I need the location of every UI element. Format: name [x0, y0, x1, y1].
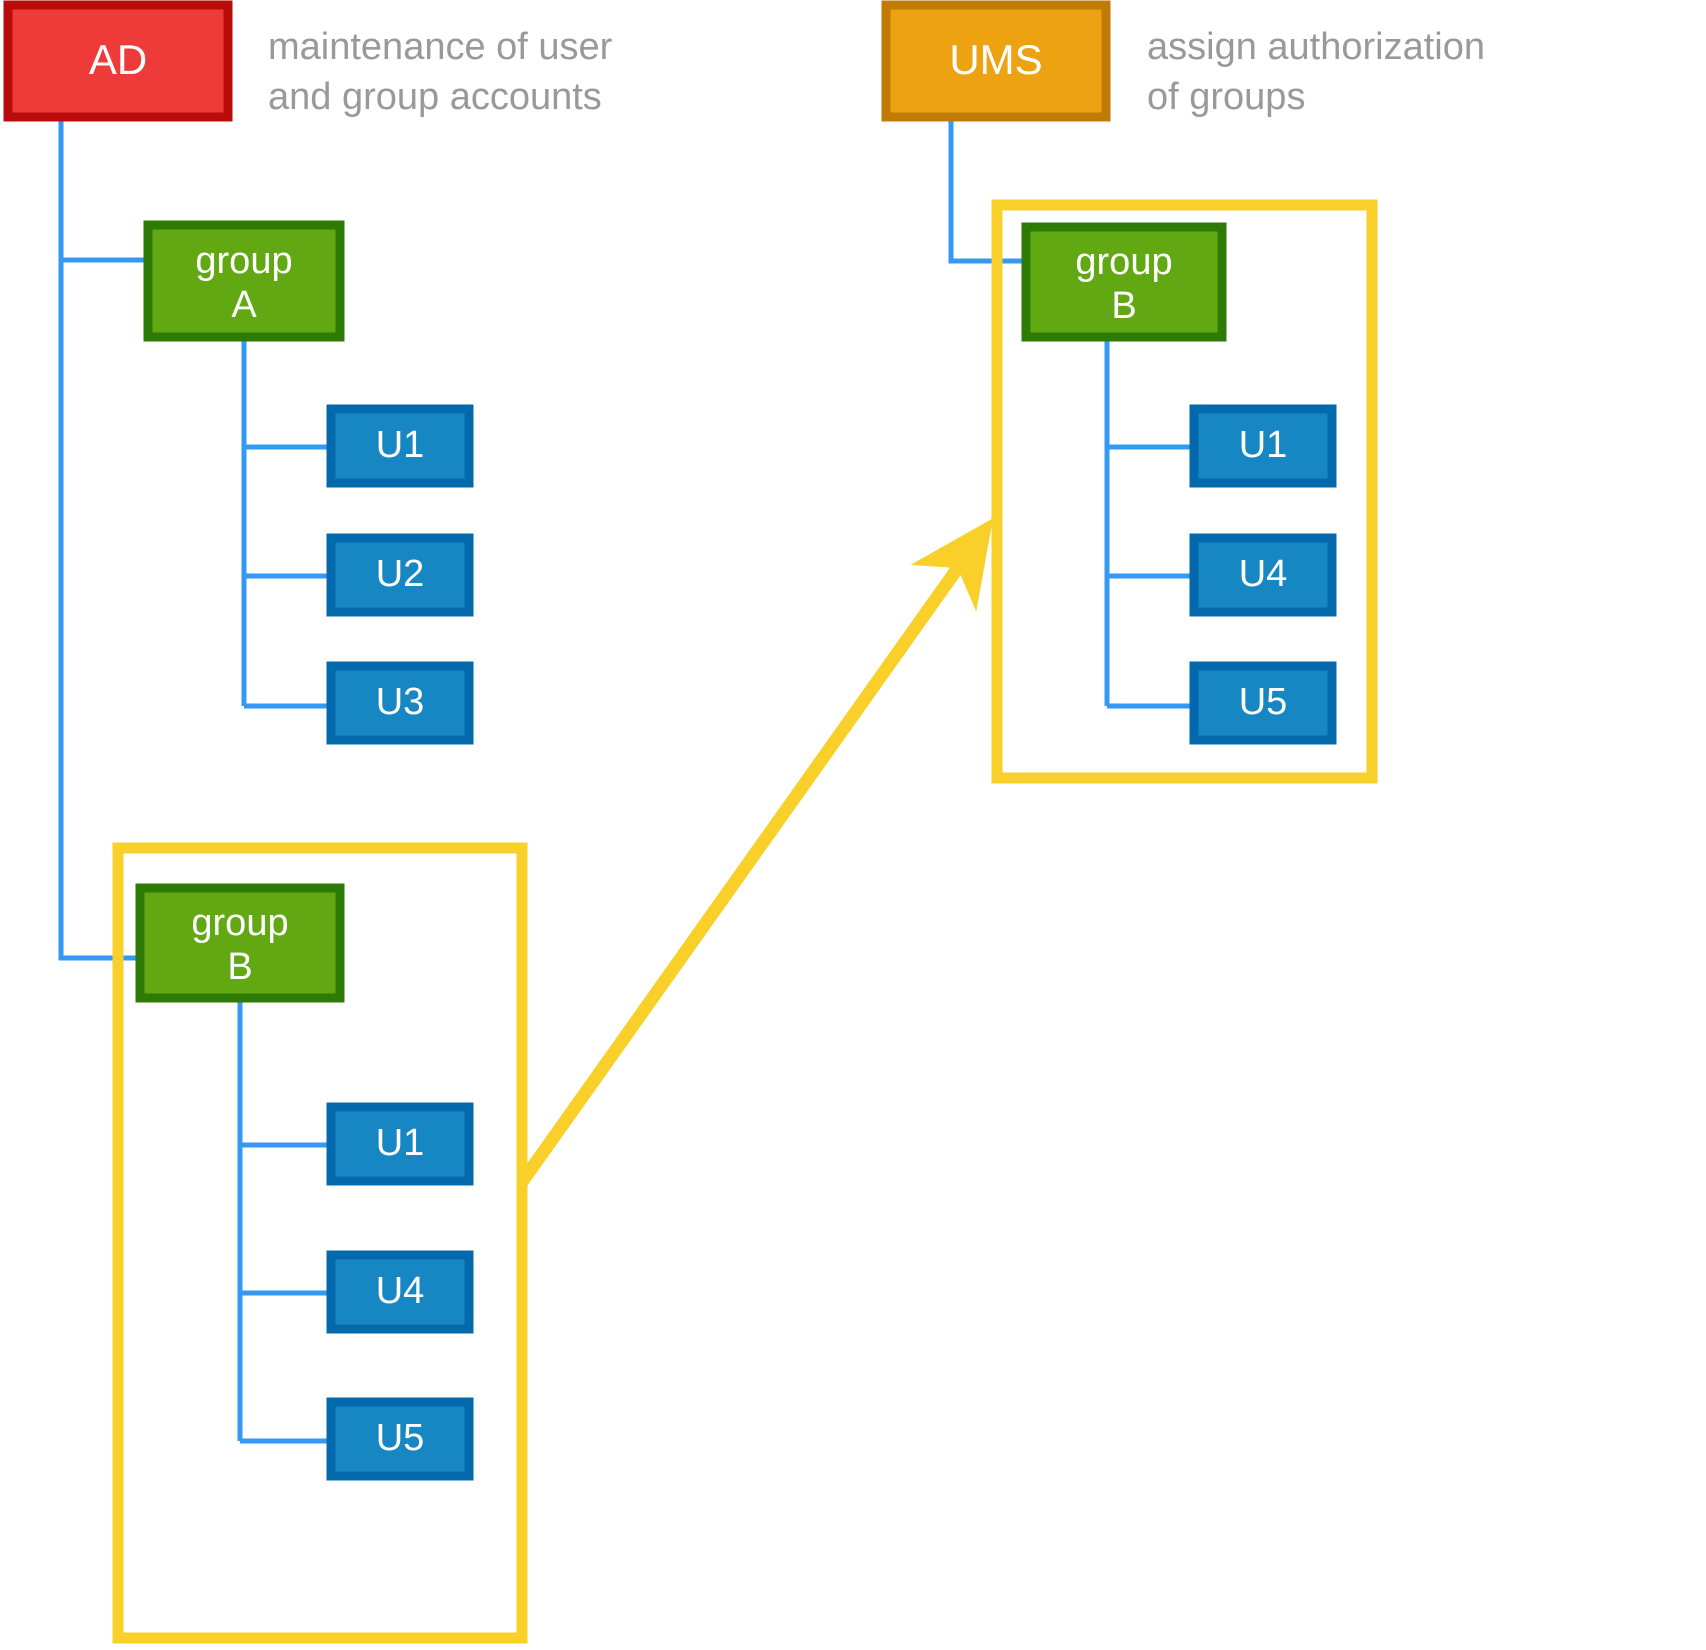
- connector-ad-to-group-b: [58, 117, 140, 961]
- node-user-a-u2[interactable]: U2: [326, 533, 474, 617]
- node-user-a-u1-label: U1: [376, 424, 425, 466]
- node-group-a[interactable]: group A: [143, 220, 345, 342]
- node-group-b-ad-label-line1: group: [191, 902, 288, 944]
- node-user-a-u2-shape: [326, 533, 474, 617]
- node-user-b-u4-shape: [326, 1250, 474, 1334]
- node-user-c-u1-label: U1: [1239, 424, 1288, 466]
- node-ad-label: AD: [89, 36, 147, 83]
- node-group-b-ums-shape: [1021, 222, 1227, 342]
- node-user-b-u4[interactable]: U4: [326, 1250, 474, 1334]
- node-ad[interactable]: AD: [3, 0, 233, 122]
- node-group-b-ums[interactable]: group B: [1021, 222, 1227, 342]
- node-group-a-label-line1: group: [195, 240, 292, 282]
- node-user-a-u3[interactable]: U3: [326, 661, 474, 745]
- node-user-b-u1-label: U1: [376, 1122, 425, 1164]
- node-ums-shape: [881, 0, 1111, 122]
- node-group-a-shape: [143, 220, 345, 342]
- node-user-b-u4-label: U4: [376, 1270, 425, 1312]
- node-user-c-u4-label: U4: [1239, 553, 1288, 595]
- node-user-b-u1[interactable]: U1: [326, 1102, 474, 1186]
- node-user-a-u1-shape: [326, 404, 474, 488]
- node-user-b-u5-label: U5: [376, 1417, 425, 1459]
- node-group-b-ums-label-line2: B: [1111, 285, 1136, 327]
- node-user-c-u4[interactable]: U4: [1189, 533, 1337, 617]
- node-group-b-ad-shape: [135, 883, 345, 1003]
- node-user-a-u3-label: U3: [376, 681, 425, 723]
- node-ad-shape: [3, 0, 233, 122]
- node-user-a-u2-label: U2: [376, 553, 425, 595]
- node-user-b-u5-shape: [326, 1397, 474, 1481]
- node-user-c-u5-label: U5: [1239, 681, 1288, 723]
- node-user-c-u4-shape: [1189, 533, 1337, 617]
- node-group-b-ad[interactable]: group B: [135, 883, 345, 1003]
- node-ums[interactable]: UMS: [881, 0, 1111, 122]
- highlight-frame-ad-group-b: [112, 842, 528, 1644]
- annotation-ums-note: assign authorization of groups: [1147, 26, 1485, 119]
- node-user-a-u1[interactable]: U1: [326, 404, 474, 488]
- annotation-ad-note: maintenance of user and group accounts: [268, 26, 613, 119]
- connector-lines: [58, 117, 1194, 1444]
- node-user-b-u1-shape: [326, 1102, 474, 1186]
- node-user-b-u5[interactable]: U5: [326, 1397, 474, 1481]
- node-user-a-u3-shape: [326, 661, 474, 745]
- group-b-mapping-arrow: [516, 518, 994, 1186]
- node-user-c-u1-shape: [1189, 404, 1337, 488]
- node-user-c-u1[interactable]: U1: [1189, 404, 1337, 488]
- node-group-a-label-line2: A: [231, 284, 257, 326]
- connector-ad-to-group-a: [58, 117, 148, 263]
- connector-ums-to-group-b: [948, 117, 1026, 264]
- node-group-b-ad-label-line2: B: [227, 946, 252, 988]
- highlight-frame-ums-group-b: [991, 199, 1378, 784]
- node-ums-label: UMS: [949, 36, 1042, 83]
- node-user-c-u5[interactable]: U5: [1189, 661, 1337, 745]
- node-group-b-ums-label-line1: group: [1075, 241, 1172, 283]
- node-user-c-u5-shape: [1189, 661, 1337, 745]
